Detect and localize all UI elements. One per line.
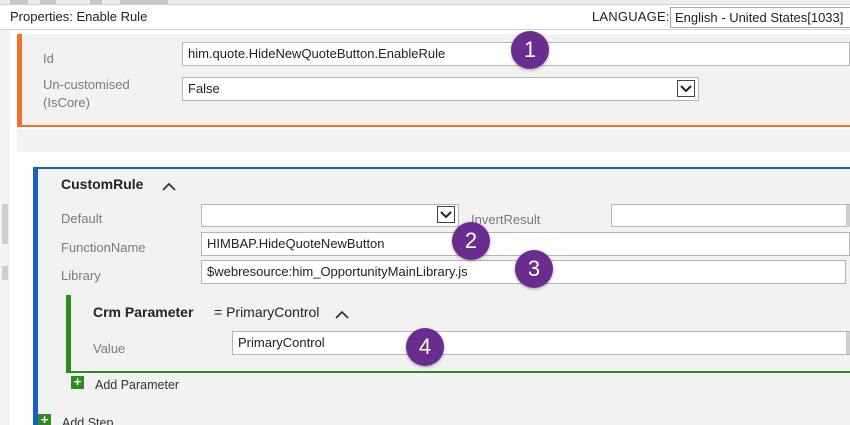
library-label: Library [61, 268, 101, 283]
scrollbar-segment [2, 266, 8, 280]
left-scrollbar[interactable] [0, 4, 10, 425]
language-select[interactable]: English - United States[1033] [670, 7, 850, 28]
annotation-badge-2: 2 [452, 222, 490, 260]
crm-parameter-type: = PrimaryControl [214, 304, 320, 320]
plus-icon[interactable]: + [38, 413, 51, 425]
plus-icon[interactable]: + [71, 375, 84, 389]
add-parameter-link[interactable]: Add Parameter [95, 378, 180, 392]
default-select[interactable] [201, 204, 459, 227]
default-label: Default [61, 211, 103, 226]
parameter-value-field[interactable]: PrimaryControl [232, 331, 850, 355]
uncustomised-label: Un-customised [43, 77, 130, 92]
invert-result-field[interactable] [611, 204, 850, 227]
chevron-up-icon[interactable] [162, 180, 176, 194]
section-spacer [17, 129, 850, 152]
window-title: Properties: Enable Rule [10, 9, 148, 24]
function-name-label: FunctionName [61, 240, 146, 255]
scrollbar-thumb[interactable] [2, 204, 8, 244]
uncustomised-select[interactable]: False [182, 77, 699, 101]
top-tab-strip [0, 0, 850, 4]
tab-fragment [120, 0, 168, 4]
chevron-down-icon[interactable] [677, 80, 695, 97]
right-scroll-fragment [846, 332, 850, 354]
invert-result-label: InvertResult [471, 212, 541, 227]
tab-fragment [10, 0, 28, 4]
language-label: LANGUAGE: [592, 9, 670, 24]
annotation-badge-3: 3 [515, 250, 553, 288]
add-step-link[interactable]: Add Step [62, 416, 114, 425]
tab-fragment [40, 0, 56, 4]
chevron-down-icon[interactable] [437, 206, 455, 223]
right-scroll-fragment [846, 205, 850, 227]
value-label: Value [93, 341, 126, 356]
crm-parameter-header: Crm Parameter [93, 304, 194, 320]
custom-rule-header: CustomRule [61, 176, 144, 192]
tab-fragment [90, 0, 102, 4]
iscore-label: (IsCore) [43, 95, 90, 110]
annotation-badge-1: 1 [511, 31, 549, 69]
properties-title-bar: Properties: Enable Rule LANGUAGE: Englis… [0, 4, 850, 30]
annotation-badge-4: 4 [406, 328, 444, 366]
chevron-up-icon[interactable] [335, 308, 349, 322]
id-label: Id [43, 51, 54, 66]
